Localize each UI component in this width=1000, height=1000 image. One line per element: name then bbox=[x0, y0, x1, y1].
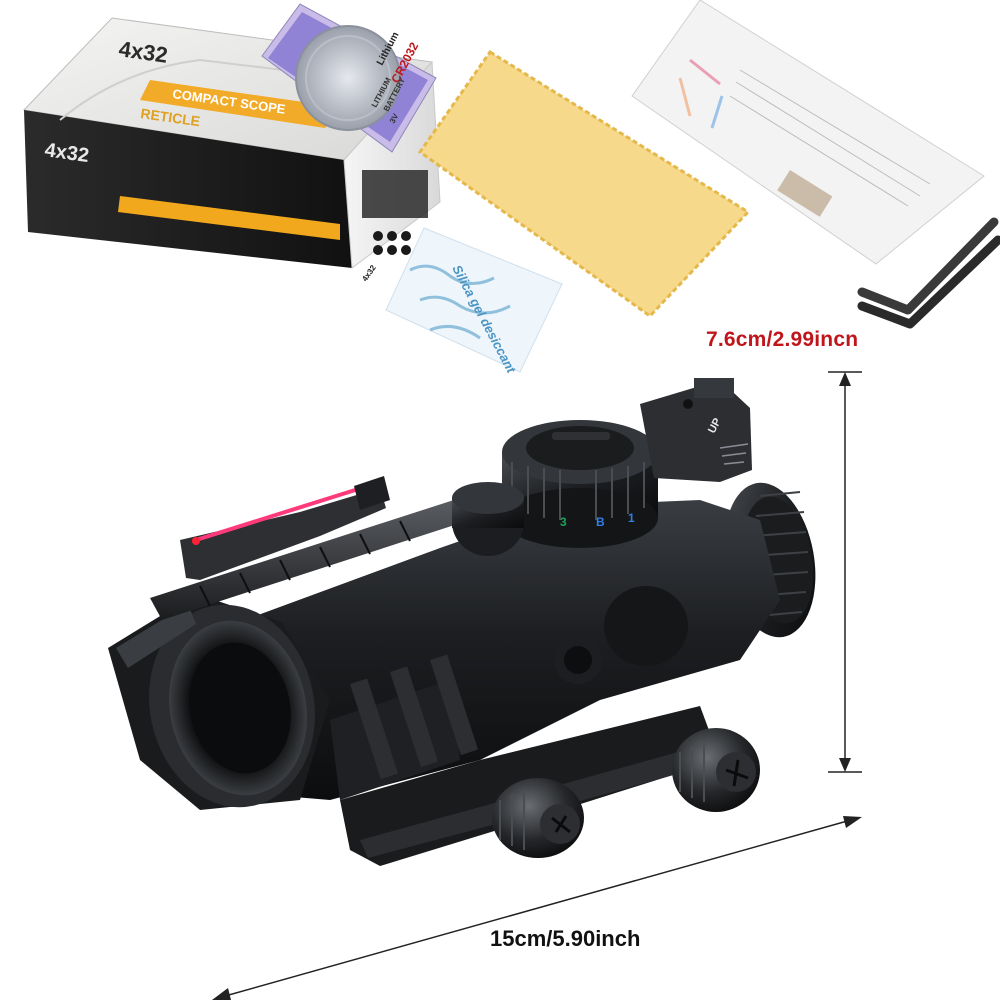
turret-mark-1: 1 bbox=[628, 511, 635, 525]
box-small-text: 4x32 bbox=[360, 263, 378, 283]
tactical-scope bbox=[108, 378, 816, 866]
silica-gel-pack bbox=[385, 227, 563, 373]
turret-mark-3: 3 bbox=[560, 515, 567, 529]
turret-mark-b: B bbox=[596, 515, 605, 529]
hex-keys bbox=[857, 217, 1000, 329]
height-dimension-line bbox=[828, 371, 862, 773]
length-dimension-line bbox=[212, 816, 862, 1000]
cleaning-cloth bbox=[417, 49, 751, 318]
battery-line-5: 3V bbox=[388, 111, 401, 124]
battery-pack bbox=[261, 3, 437, 153]
length-dimension-label: 15cm/5.90inch bbox=[490, 926, 641, 951]
instruction-manual bbox=[631, 0, 985, 265]
height-dimension-label: 7.6cm/2.99incn bbox=[706, 328, 859, 351]
